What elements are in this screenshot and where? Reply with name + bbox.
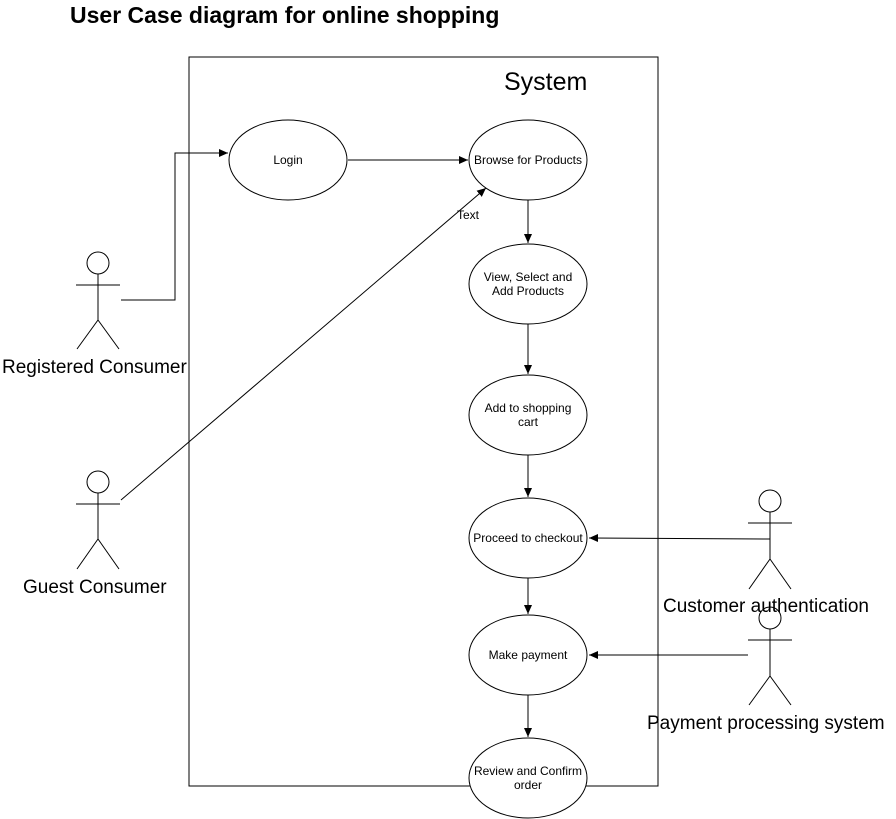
usecase-checkout: Proceed to checkout: [473, 531, 583, 545]
usecase-review: Review and Confirm order: [473, 764, 583, 792]
system-boundary: [188, 56, 659, 787]
usecase-browse: Browse for Products: [473, 153, 583, 167]
edge-guest-to-browse: [120, 187, 487, 501]
usecase-review-shape: [468, 737, 588, 819]
usecase-payment: Make payment: [488, 648, 568, 662]
edge-auth-to-checkout: [588, 534, 771, 543]
actor-registered-label: Registered Consumer: [2, 357, 187, 378]
usecase-view-select: View, Select and Add Products: [483, 270, 573, 298]
edge-label-text: Text: [457, 208, 480, 222]
actor-payment-system-figure: [748, 606, 792, 706]
edge-registered-to-login: [121, 149, 228, 301]
usecase-login-shape: [228, 119, 348, 201]
actor-payment-system-label: Payment processing system: [647, 713, 885, 734]
usecase-add-cart: Add to shopping cart: [484, 401, 572, 429]
actor-auth-label: Customer authentication: [663, 596, 869, 617]
actor-auth-figure: [748, 489, 792, 590]
actor-registered-figure: [76, 251, 120, 350]
actor-guest-figure: [76, 470, 120, 570]
system-label: System: [504, 68, 588, 96]
usecase-login: Login: [273, 153, 303, 167]
diagram-title: User Case diagram for online shopping: [70, 2, 500, 28]
actor-guest-label: Guest Consumer: [23, 577, 167, 598]
